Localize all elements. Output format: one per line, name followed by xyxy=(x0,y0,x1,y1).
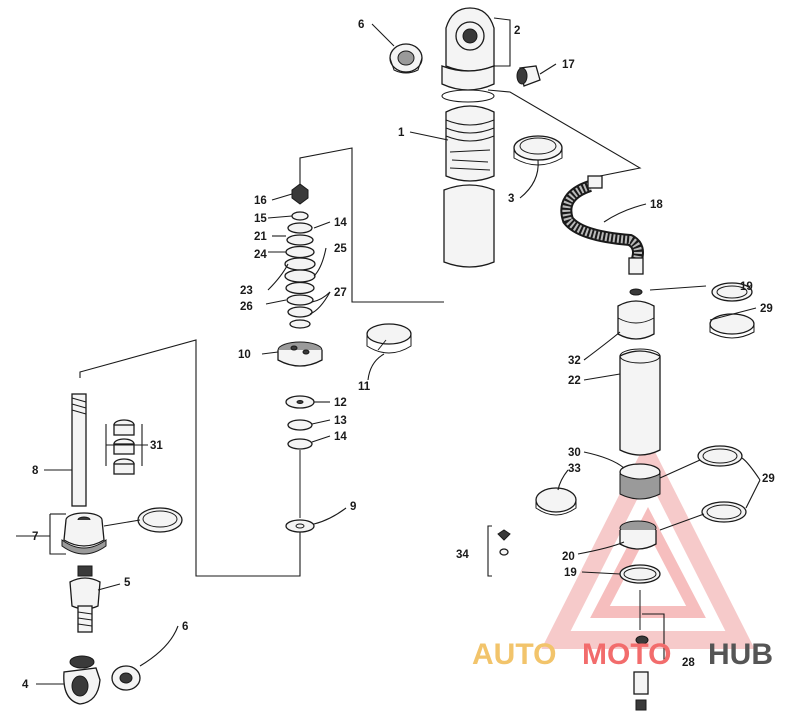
eye-4 xyxy=(63,655,101,705)
callout-5: 5 xyxy=(124,577,131,589)
ring-11 xyxy=(366,323,412,354)
callout-1: 1 xyxy=(398,127,405,139)
callout-3: 3 xyxy=(508,193,514,205)
callout-18: 18 xyxy=(650,199,663,211)
callout-24: 24 xyxy=(254,249,267,261)
callout-30: 30 xyxy=(568,447,581,459)
watermark-moto: MOTO xyxy=(582,638,671,671)
callout-14-top: 14 xyxy=(334,217,347,229)
callout-34: 34 xyxy=(456,549,469,561)
small-parts-34 xyxy=(487,525,511,577)
ring-7 xyxy=(137,507,183,533)
nut-16 xyxy=(291,183,309,205)
piston-20 xyxy=(619,520,657,550)
bushings-31 xyxy=(105,419,148,475)
callout-19-bottom: 19 xyxy=(564,567,577,579)
washers-12-13-14 xyxy=(285,395,315,533)
ring-29-top xyxy=(709,313,755,339)
callout-4: 4 xyxy=(22,679,29,691)
callout-25: 25 xyxy=(334,243,347,255)
shock-top-eye xyxy=(441,7,495,103)
callout-13: 13 xyxy=(334,415,347,427)
body-cylinder-1 xyxy=(443,105,495,268)
ring-33 xyxy=(535,487,577,516)
callout-7: 7 xyxy=(32,531,38,543)
callout-29-top: 29 xyxy=(760,303,773,315)
callout-32: 32 xyxy=(568,355,581,367)
callout-leaders xyxy=(16,17,761,685)
callout-6-top: 6 xyxy=(358,19,364,31)
washer-stack xyxy=(284,211,316,329)
callout-22: 22 xyxy=(568,375,581,387)
ring-19-bottom xyxy=(619,564,661,584)
callout-6-bottom: 6 xyxy=(182,621,188,633)
callout-28: 28 xyxy=(682,657,695,669)
callout-14-bottom: 14 xyxy=(334,431,347,443)
callout-2: 2 xyxy=(514,25,520,37)
callout-10: 10 xyxy=(238,349,251,361)
fitting-17 xyxy=(516,65,541,87)
callout-19-top: 19 xyxy=(740,281,753,293)
valve-28 xyxy=(633,590,665,711)
watermark-auto: AUTO xyxy=(472,638,556,671)
reservoir-cap-32 xyxy=(617,288,655,340)
callout-21: 21 xyxy=(254,231,267,243)
callout-31: 31 xyxy=(150,440,163,452)
hose-18 xyxy=(560,175,644,275)
callout-33: 33 xyxy=(568,463,581,475)
ring-19-top xyxy=(711,282,753,302)
callout-17: 17 xyxy=(562,59,575,71)
callout-11: 11 xyxy=(358,381,371,393)
callout-23: 23 xyxy=(240,285,253,297)
callout-27: 27 xyxy=(334,287,347,299)
callout-20: 20 xyxy=(562,551,575,563)
watermark-logo: AUTO MOTO HUB xyxy=(472,638,773,671)
callout-9: 9 xyxy=(350,501,356,513)
piston-10 xyxy=(277,341,323,367)
shaft-8 xyxy=(71,393,87,507)
callout-15: 15 xyxy=(254,213,267,225)
callout-26: 26 xyxy=(240,301,253,313)
bushing-6-top xyxy=(389,43,423,74)
bushing-6-bottom xyxy=(111,665,141,691)
callout-8: 8 xyxy=(32,465,39,477)
seal-head-7 xyxy=(61,512,107,555)
callout-12: 12 xyxy=(334,397,347,409)
callout-labels: 6 2 17 1 3 18 16 15 14 21 25 24 23 27 26… xyxy=(22,19,775,691)
callout-16: 16 xyxy=(254,195,267,207)
reservoir-22 xyxy=(619,348,661,456)
assembly-guide-lines xyxy=(79,89,642,577)
rod-end-5 xyxy=(69,565,101,633)
piston-30 xyxy=(619,463,661,500)
watermark-hub: HUB xyxy=(708,638,773,671)
rings-29-lower xyxy=(697,445,747,523)
callout-29-bottom: 29 xyxy=(762,473,775,485)
